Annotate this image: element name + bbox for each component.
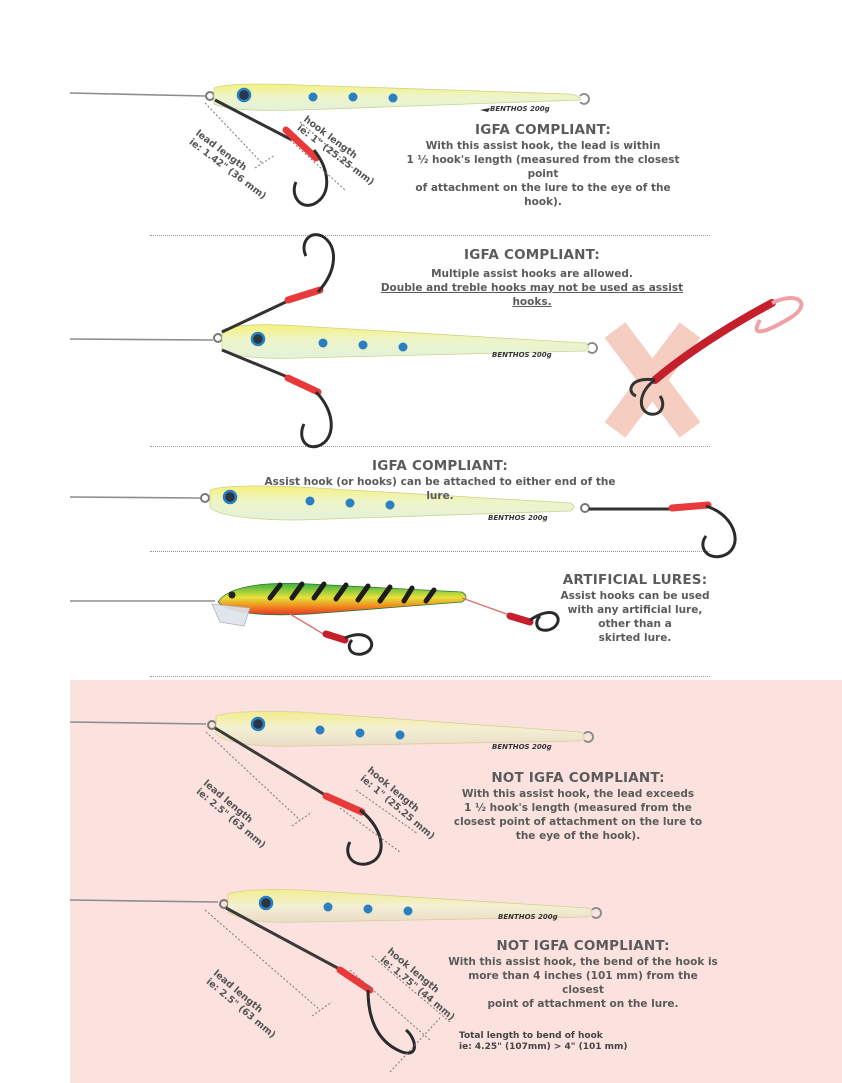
caption-line: other than a xyxy=(598,618,672,630)
caption-heading: IGFA COMPLIANT: xyxy=(475,122,611,138)
section-divider xyxy=(150,676,710,677)
jig-lure-1 xyxy=(69,83,590,207)
rejected-treble-hook xyxy=(604,296,804,438)
section-divider xyxy=(150,235,710,236)
caption-line: With this assist hook, the lead is withi… xyxy=(425,140,661,152)
caption-line: the eye of the hook). xyxy=(515,830,641,842)
jig-lure-2 xyxy=(69,233,598,449)
caption-heading: NOT IGFA COMPLIANT: xyxy=(496,938,670,954)
jig-brand-label: BENTHOS 200g xyxy=(488,514,548,522)
caption-line: point of attachment on the lure. xyxy=(487,998,679,1010)
caption-line: with any artificial lure, xyxy=(567,604,703,616)
caption-line: skirted lure. xyxy=(598,632,672,644)
jig-brand-label: BENTHOS 200g xyxy=(492,743,552,751)
plug-lure xyxy=(70,581,560,656)
caption-not-compliant-2: NOT IGFA COMPLIANT: With this assist hoo… xyxy=(448,938,718,1011)
jig-brand-label: BENTHOS 200g xyxy=(490,105,550,113)
section-divider xyxy=(150,551,710,552)
total-length-note: Total length to bend of hook ie: 4.25" (… xyxy=(459,1031,628,1053)
caption-heading: IGFA COMPLIANT: xyxy=(372,458,508,474)
caption-underlined-line: Double and treble hooks may not be used … xyxy=(380,282,684,308)
caption-igfa-compliant-2: IGFA COMPLIANT: Multiple assist hooks ar… xyxy=(372,247,692,309)
jig-lure-3 xyxy=(69,485,737,559)
total-length-value: ie: 4.25" (107mm) > 4" (101 mm) xyxy=(459,1042,628,1052)
caption-line: With this assist hook, the bend of the h… xyxy=(448,956,718,968)
jig-brand-label: BENTHOS 200g xyxy=(492,351,552,359)
total-length-title: Total length to bend of hook xyxy=(459,1031,603,1041)
jig-lure-5 xyxy=(69,889,602,1073)
caption-heading: NOT IGFA COMPLIANT: xyxy=(491,770,665,786)
caption-line: more than 4 inches (101 mm) from the clo… xyxy=(468,970,698,996)
caption-artificial-lures: ARTIFICIAL LURES: Assist hooks can be us… xyxy=(560,572,710,645)
non-compliant-background xyxy=(70,680,842,1083)
caption-line: 1 ½ hook's length (measured from the clo… xyxy=(406,154,680,180)
section-divider xyxy=(150,446,710,447)
caption-igfa-compliant-3: IGFA COMPLIANT: Assist hook (or hooks) c… xyxy=(250,458,630,503)
caption-line: Assist hooks can be used xyxy=(560,590,710,602)
caption-heading: IGFA COMPLIANT: xyxy=(464,247,600,263)
caption-line: Assist hook (or hooks) can be attached t… xyxy=(264,476,616,502)
caption-heading: ARTIFICIAL LURES: xyxy=(562,572,708,588)
caption-line: of attachment on the lure to the eye of … xyxy=(415,182,671,208)
caption-igfa-compliant-1: IGFA COMPLIANT: With this assist hook, t… xyxy=(398,122,688,209)
jig-brand-label: BENTHOS 200g xyxy=(498,913,558,921)
caption-line: Multiple assist hooks are allowed. xyxy=(431,268,633,280)
caption-line: With this assist hook, the lead exceeds xyxy=(461,788,695,800)
caption-line: closest point of attachment on the lure … xyxy=(453,816,703,828)
caption-line: 1 ½ hook's length (measured from the xyxy=(464,802,692,814)
caption-not-compliant-1: NOT IGFA COMPLIANT: With this assist hoo… xyxy=(448,770,708,843)
jig-lure-4 xyxy=(69,711,594,866)
